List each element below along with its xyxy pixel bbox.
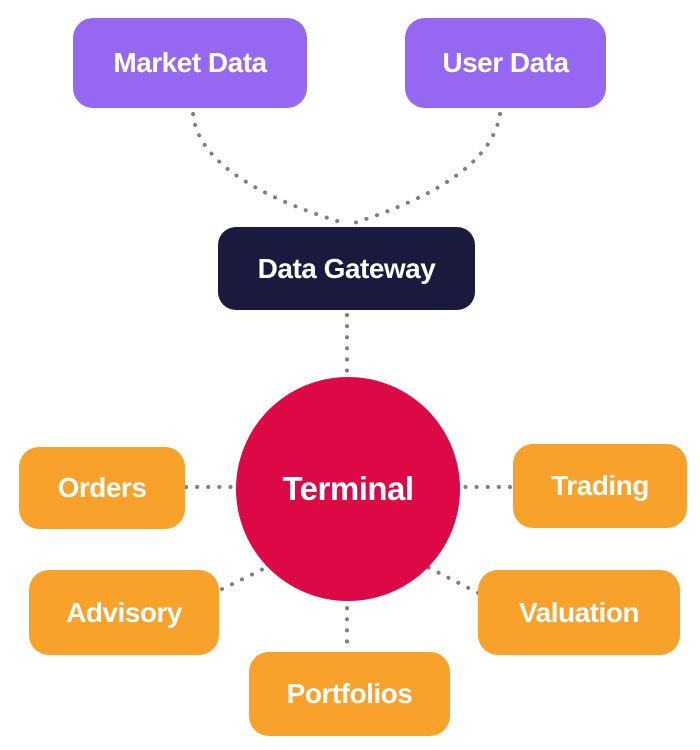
node-portfolios-label: Portfolios xyxy=(286,678,413,709)
node-data-gateway-label: Data Gateway xyxy=(257,252,436,284)
node-terminal-label: Terminal xyxy=(282,470,414,507)
node-terminal: Terminal xyxy=(236,377,460,601)
node-user-data-label: User Data xyxy=(442,47,569,78)
connector-user-data-gateway xyxy=(349,112,502,226)
node-orders-label: Orders xyxy=(57,472,147,503)
node-user-data: User Data xyxy=(405,18,606,108)
node-trading: Trading xyxy=(513,444,687,528)
node-valuation-label: Valuation xyxy=(519,596,639,628)
node-orders: Orders xyxy=(19,447,185,529)
node-market-data: Market Data xyxy=(73,18,307,108)
node-market-data-label: Market Data xyxy=(113,47,267,78)
node-valuation: Valuation xyxy=(478,570,680,655)
node-data-gateway: Data Gateway xyxy=(218,227,475,310)
node-portfolios: Portfolios xyxy=(249,652,450,736)
connector-market-data-gateway xyxy=(191,112,349,226)
node-advisory: Advisory xyxy=(29,570,219,655)
node-advisory-label: Advisory xyxy=(66,596,182,628)
node-trading-label: Trading xyxy=(551,470,649,501)
